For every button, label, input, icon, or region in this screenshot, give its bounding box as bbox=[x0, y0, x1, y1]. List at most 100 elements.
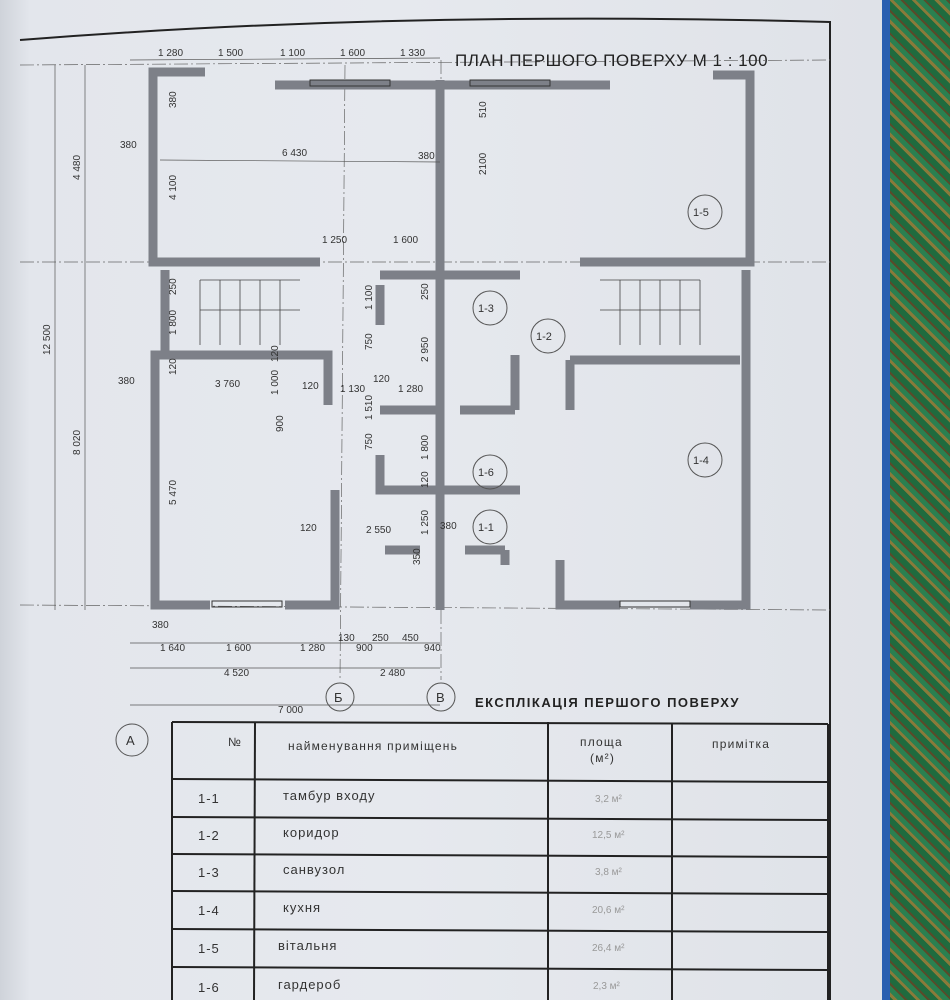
dim-label: 120 bbox=[302, 381, 319, 392]
dim-label: 3 760 bbox=[215, 379, 240, 390]
dim-label: 1 280 bbox=[398, 384, 423, 395]
dim-label: 380 bbox=[418, 151, 435, 162]
header-area-unit: (м²) bbox=[590, 751, 615, 765]
dim-label: 12 500 bbox=[42, 324, 53, 355]
dim-label: 5 470 bbox=[168, 480, 179, 505]
explication-table-grid bbox=[171, 721, 829, 1000]
windows bbox=[211, 79, 691, 608]
room-label: 1-2 bbox=[536, 331, 552, 343]
dim-label: 1 600 bbox=[340, 48, 365, 59]
dim-label: 2 550 bbox=[366, 525, 391, 536]
dim-label: 380 bbox=[120, 140, 137, 151]
dim-label: 380 bbox=[168, 91, 179, 108]
axis-markers bbox=[115, 682, 456, 757]
dim-label: 1 800 bbox=[168, 310, 179, 335]
dim-label: 1 280 bbox=[300, 643, 325, 654]
row-name: вітальня bbox=[278, 938, 337, 953]
dim-label: 750 bbox=[364, 333, 375, 350]
room-label: 1-1 bbox=[478, 522, 494, 534]
dim-label: 4 100 bbox=[168, 175, 179, 200]
dim-label: 1 280 bbox=[158, 48, 183, 59]
plan-title: ПЛАН ПЕРШОГО ПОВЕРХУ М 1 : 100 bbox=[455, 51, 768, 70]
axis-label: В bbox=[436, 690, 446, 705]
row-area: 3,8 м² bbox=[595, 867, 623, 878]
header-no: № bbox=[228, 735, 242, 749]
dim-label: 1 510 bbox=[364, 395, 375, 420]
row-no: 1-6 bbox=[198, 980, 220, 995]
row-name: коридор bbox=[283, 825, 340, 840]
dim-label: 510 bbox=[478, 101, 489, 118]
dim-label: 1 250 bbox=[322, 235, 347, 246]
table-row: 1-2 коридор 12,5 м² bbox=[198, 825, 625, 843]
dim-label: 120 bbox=[270, 345, 281, 362]
dim-label: 380 bbox=[440, 521, 457, 532]
row-name: гардероб bbox=[278, 977, 341, 992]
dim-label: 1 250 bbox=[420, 510, 431, 535]
row-area: 20,6 м² bbox=[592, 905, 625, 916]
dim-label: 1 100 bbox=[280, 48, 305, 59]
walls bbox=[148, 67, 755, 610]
room-label: 1-4 bbox=[693, 455, 709, 467]
row-no: 1-1 bbox=[198, 791, 220, 806]
row-area: 12,5 м² bbox=[592, 830, 625, 841]
table-row: 1-4 кухня 20,6 м² bbox=[198, 900, 625, 918]
dim-label: 1 800 bbox=[420, 435, 431, 460]
dim-label: 2100 bbox=[478, 152, 489, 175]
dim-label: 940 bbox=[424, 643, 441, 654]
table-row: 1-6 гардероб 2,3 м² bbox=[198, 977, 621, 995]
carpet-background bbox=[885, 0, 950, 1000]
row-no: 1-3 bbox=[198, 865, 220, 880]
dim-label: 900 bbox=[275, 415, 286, 432]
stairs bbox=[199, 279, 701, 345]
room-markers bbox=[472, 194, 723, 545]
room-label: 1-6 bbox=[478, 467, 494, 479]
dim-label: 1 000 bbox=[270, 370, 281, 395]
dimension-labels: 1 280 1 500 1 100 1 600 1 330 380 380 6 … bbox=[42, 48, 489, 716]
dim-label: 6 430 bbox=[282, 148, 307, 159]
dim-label: 1 640 bbox=[160, 643, 185, 654]
row-name: кухня bbox=[283, 900, 321, 915]
dim-label: 900 bbox=[356, 643, 373, 654]
dim-label: 1 100 bbox=[364, 285, 375, 310]
dim-label: 250 bbox=[168, 278, 179, 295]
dim-label: 120 bbox=[420, 471, 431, 488]
dim-label: 2 950 bbox=[420, 337, 431, 362]
page-frame bbox=[19, 17, 831, 1000]
dim-label: 4 480 bbox=[72, 155, 83, 180]
dim-label: 250 bbox=[372, 633, 389, 644]
header-note: примітка bbox=[712, 737, 770, 751]
dim-label: 1 600 bbox=[226, 643, 251, 654]
dim-label: 7 000 bbox=[278, 705, 303, 716]
dim-label: 120 bbox=[168, 358, 179, 375]
dim-label: 1 330 bbox=[400, 48, 425, 59]
dim-label: 350 bbox=[412, 548, 423, 565]
row-name: санвузол bbox=[283, 862, 345, 877]
dim-label: 4 520 bbox=[224, 668, 249, 679]
table-row: 1-1 тамбур входу 3,2 м² bbox=[198, 788, 623, 806]
row-area: 2,3 м² bbox=[593, 981, 621, 992]
dim-label: 380 bbox=[152, 620, 169, 631]
dim-label: 250 bbox=[420, 283, 431, 300]
table-row: 1-5 вітальня 26,4 м² bbox=[198, 938, 625, 956]
dim-label: 450 bbox=[402, 633, 419, 644]
row-area: 26,4 м² bbox=[592, 943, 625, 954]
dim-label: 120 bbox=[373, 374, 390, 385]
axis-label: Б bbox=[334, 690, 344, 705]
row-no: 1-5 bbox=[198, 941, 220, 956]
room-label: 1-5 bbox=[693, 207, 709, 219]
dim-label: 1 130 bbox=[340, 384, 365, 395]
row-name: тамбур входу bbox=[283, 788, 375, 803]
dim-label: 120 bbox=[300, 523, 317, 534]
row-no: 1-4 bbox=[198, 903, 220, 918]
room-label: 1-3 bbox=[478, 303, 494, 315]
axis-label: А bbox=[126, 733, 136, 748]
dim-label: 1 600 bbox=[393, 235, 418, 246]
explication-title: ЕКСПЛІКАЦІЯ ПЕРШОГО ПОВЕРХУ bbox=[475, 695, 740, 710]
dim-label: 130 bbox=[338, 633, 355, 644]
header-name: найменування приміщень bbox=[288, 739, 458, 753]
row-no: 1-2 bbox=[198, 828, 220, 843]
table-row: 1-3 санвузол 3,8 м² bbox=[198, 862, 623, 880]
dim-label: 380 bbox=[118, 376, 135, 387]
row-area: 3,2 м² bbox=[595, 794, 623, 805]
